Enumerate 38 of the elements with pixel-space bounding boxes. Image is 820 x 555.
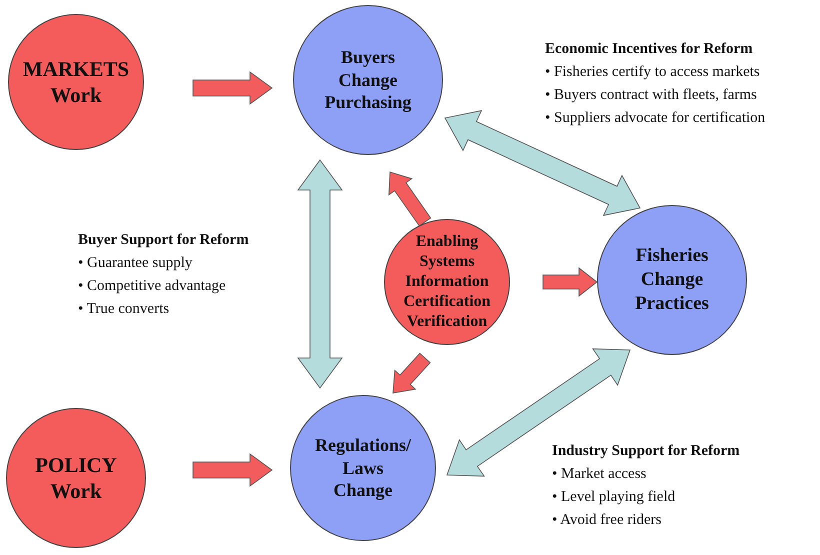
bullet-text: • Fisheries certify to access markets — [545, 63, 760, 82]
node-text: Purchasing — [324, 91, 412, 114]
node-text: Change — [640, 268, 704, 292]
bullet-text: • Buyers contract with fleets, farms — [545, 86, 757, 105]
block-arrow — [192, 71, 273, 105]
heading-text: Industry Support for Reform — [552, 442, 740, 461]
block-arrow — [392, 352, 431, 394]
node-text: Change — [338, 68, 398, 92]
bullet-text: • Competitive advantage — [78, 277, 226, 296]
node-text: Work — [50, 82, 102, 108]
node-text: POLICY — [35, 452, 117, 478]
bullet-text: • Level playing field — [552, 488, 676, 507]
block-arrow — [297, 159, 343, 389]
node-text: Practices — [635, 292, 709, 316]
node-text: Verification — [406, 312, 488, 332]
block-arrow — [542, 267, 598, 297]
bullet-text: • Market access — [552, 465, 646, 484]
node-text: Change — [333, 479, 392, 502]
node-text: Systems — [419, 252, 475, 272]
block-arrow — [388, 171, 432, 227]
bullet-text: • Avoid free riders — [552, 511, 662, 530]
block-arrow — [192, 453, 273, 487]
node-text: Work — [50, 478, 102, 504]
heading-text: Buyer Support for Reform — [78, 231, 249, 250]
heading-text: Economic Incentives for Reform — [545, 40, 753, 59]
bullet-text: • Guarantee supply — [78, 254, 192, 273]
node-text: Regulations/ — [314, 434, 411, 457]
node-text: MARKETS — [22, 56, 130, 82]
block-arrow — [444, 110, 641, 216]
node-text: Information — [405, 272, 489, 292]
node-text: Laws — [342, 456, 384, 480]
block-arrow — [446, 348, 631, 477]
bullet-text: • True converts — [78, 300, 170, 319]
bullet-text: • Suppliers advocate for certification — [545, 109, 766, 128]
node-text: Enabling — [416, 232, 478, 252]
node-text: Certification — [403, 292, 491, 312]
node-text: Fisheries — [636, 244, 708, 268]
node-text: Buyers — [341, 46, 395, 69]
